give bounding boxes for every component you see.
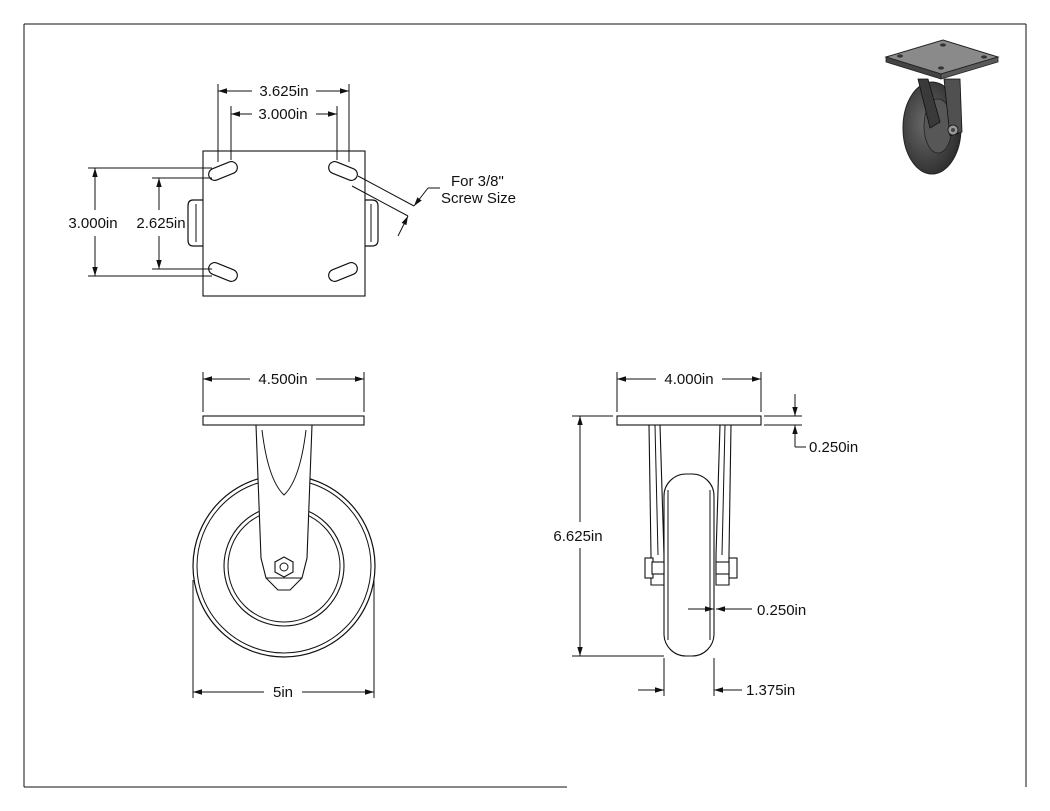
axle-nut-icon [274, 556, 294, 578]
fork-leg [255, 424, 313, 591]
top-view: 3.625in 3.000in 3.000in 2.625in For 3/8"… [68, 83, 516, 297]
slot-hole [208, 262, 238, 282]
top-plate-side [616, 415, 762, 426]
dim-wheel-width: 1.375in [746, 682, 795, 699]
top-plate [202, 415, 365, 426]
dim-height-outer: 3.000in [68, 215, 117, 232]
wheel-side [663, 473, 715, 657]
dim-inner-hole-spacing: 3.000in [258, 106, 307, 123]
screw-note-line1: For 3/8" [451, 173, 504, 190]
dim-height-inner: 2.625in [136, 215, 185, 232]
dim-front-plate-width: 4.500in [258, 371, 307, 388]
front-view: 4.500in 5in [192, 371, 376, 701]
slot-hole [328, 161, 358, 181]
slot-hole [328, 262, 358, 282]
dim-axle-offset: 0.250in [757, 602, 806, 619]
dim-wheel-diameter: 5in [273, 684, 293, 701]
dim-outer-hole-spacing: 3.625in [259, 83, 308, 100]
side-view: 4.000in 0.250in 6.625in 0.250in 1.375in [553, 371, 860, 716]
dim-side-plate-width: 4.000in [664, 371, 713, 388]
dim-overall-height: 6.625in [553, 528, 602, 545]
sheet-border [23, 23, 1027, 788]
isometric-caster-icon [884, 39, 1000, 175]
dim-plate-thickness: 0.250in [809, 439, 858, 456]
screw-note-line2: Screw Size [441, 190, 516, 207]
slot-hole [208, 161, 238, 181]
